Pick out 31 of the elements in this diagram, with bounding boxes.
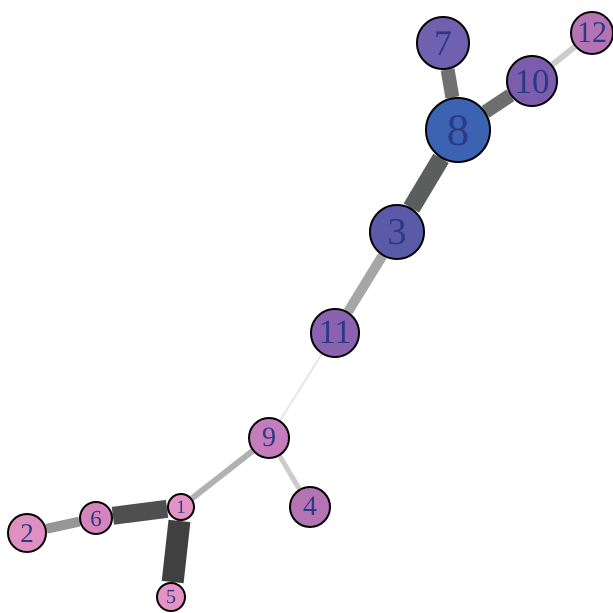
node-label: 7	[434, 25, 452, 61]
edge-line	[278, 454, 302, 490]
node-circle	[369, 204, 425, 260]
edge-line	[344, 253, 387, 314]
node-label: 9	[262, 424, 276, 452]
node-circle	[570, 11, 613, 55]
node-label: 11	[318, 316, 352, 350]
edge-line	[482, 90, 514, 118]
node-label: 2	[20, 520, 34, 546]
node-circle	[506, 55, 558, 107]
node-label: 4	[303, 493, 317, 521]
edge-line	[112, 500, 168, 525]
node-label: 6	[90, 506, 102, 530]
edge-line	[279, 354, 323, 421]
node-circle	[310, 308, 360, 358]
edge-line	[440, 68, 460, 99]
node-label: 10	[514, 64, 550, 98]
edge-line	[550, 44, 577, 68]
node-circle	[289, 486, 331, 528]
node-circle	[7, 513, 47, 553]
node-label: 12	[577, 18, 607, 48]
node-label: 5	[166, 587, 176, 607]
node-circle	[248, 417, 290, 459]
node-circle	[416, 16, 470, 70]
edge-line	[162, 520, 190, 584]
node-circle	[167, 493, 195, 521]
edge-line	[404, 154, 449, 213]
edge-line	[190, 448, 254, 501]
node-circle	[79, 501, 113, 535]
node-circle	[156, 582, 186, 612]
node-label: 1	[176, 498, 186, 516]
